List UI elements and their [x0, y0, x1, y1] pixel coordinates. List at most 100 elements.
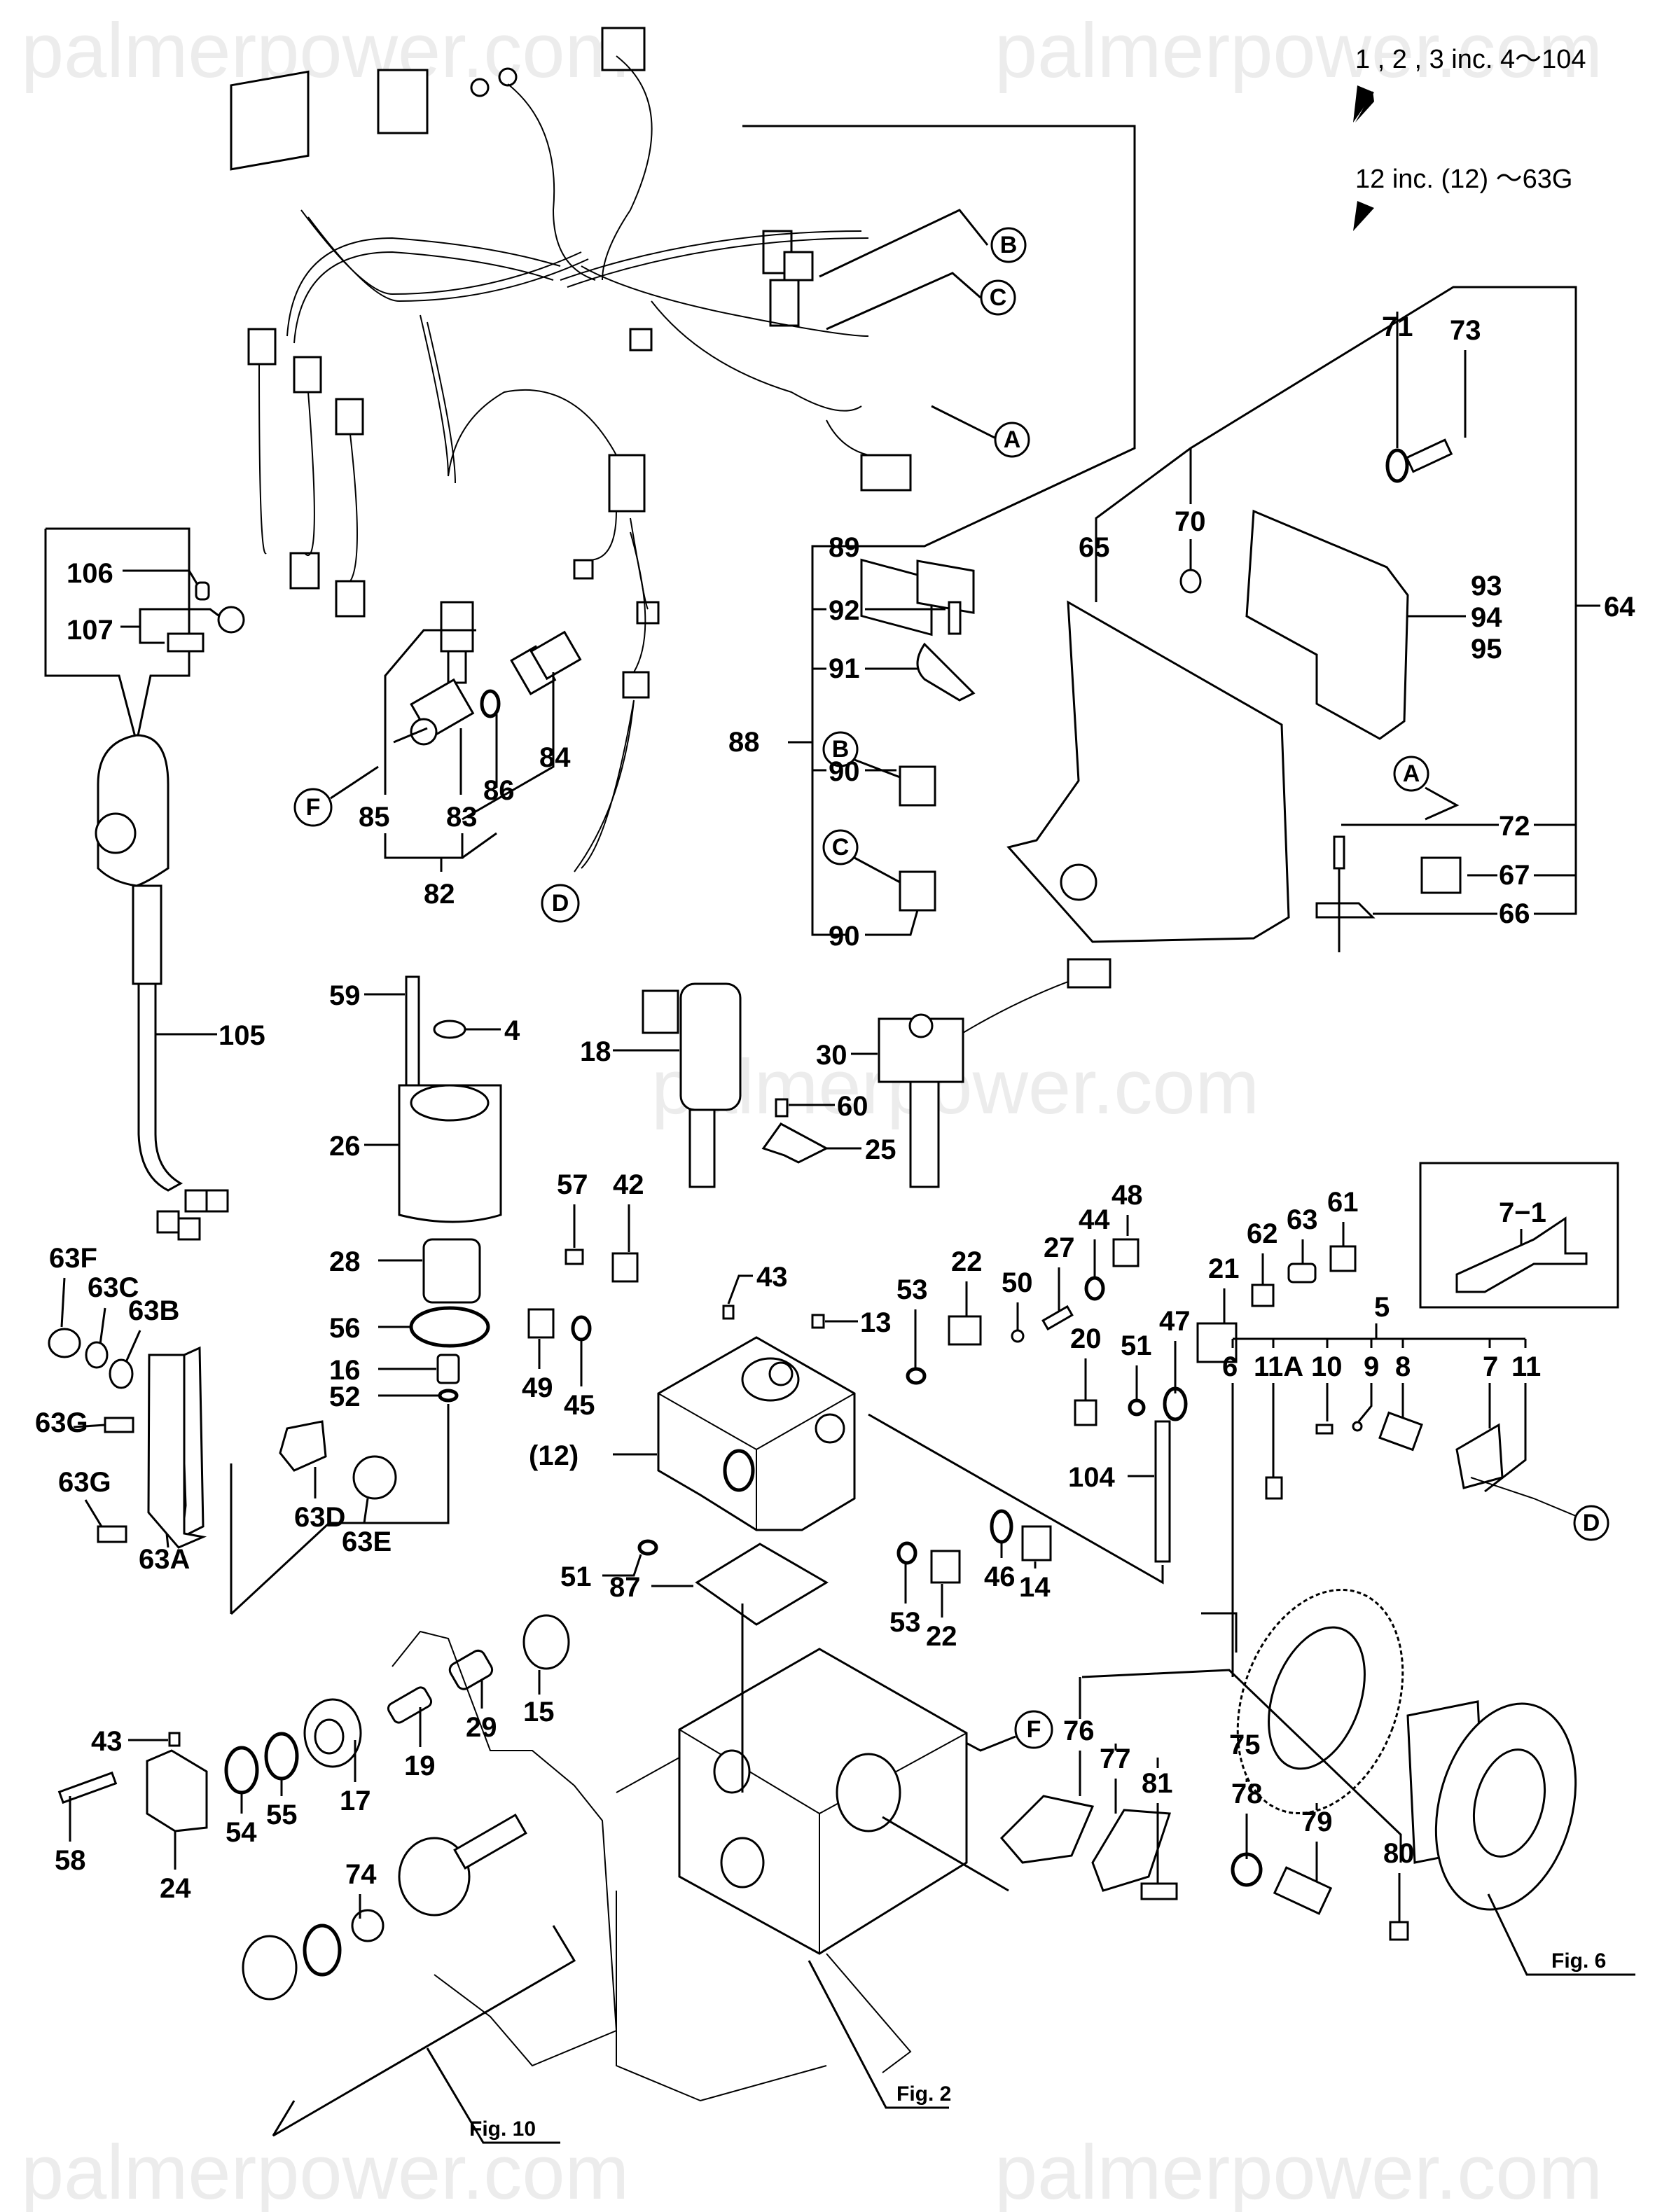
ecu-bracket-group: 89 92 91 88 B 90 C 90 65 70 71 73 93 94 …: [728, 126, 1635, 952]
callout-88: 88: [728, 727, 760, 758]
callout-63E: 63E: [342, 1526, 392, 1557]
callout-63F: 63F: [49, 1243, 97, 1274]
callout-22: 22: [926, 1621, 957, 1652]
callout-47: 47: [1159, 1306, 1191, 1337]
connector-ref-d: [541, 884, 580, 923]
callout-94: 94: [1471, 602, 1502, 633]
callout-106: 106: [67, 558, 113, 589]
callout-84: 84: [539, 742, 571, 773]
callout-80: 80: [1383, 1838, 1415, 1869]
callout-10: 10: [1311, 1351, 1343, 1382]
callout-93: 93: [1471, 571, 1502, 601]
header-note-2: 12 inc. (12) ～63G: [1355, 165, 1572, 194]
connector-ref-f-label: F: [1027, 1716, 1041, 1743]
callout-51: 51: [560, 1561, 592, 1592]
callout-81: 81: [1142, 1768, 1173, 1799]
callout-5: 5: [1374, 1292, 1390, 1323]
callout-92: 92: [829, 595, 860, 626]
connector-ref-a-label: A: [1403, 760, 1420, 787]
watermark-text: palmerpower.com: [995, 8, 1602, 94]
callout-59: 59: [329, 980, 361, 1011]
callout-61: 61: [1327, 1187, 1359, 1218]
plug-group-right: 53 22 50 27 44 48 20 51 47 21 62 63: [868, 1180, 1359, 1585]
callout-104: 104: [1068, 1462, 1115, 1493]
callout-43: 43: [756, 1262, 788, 1293]
callout-90: 90: [829, 756, 860, 787]
callout-65: 65: [1079, 532, 1110, 563]
callout-11A: 11A: [1254, 1351, 1303, 1382]
inset-bracket-7-1: 7−1: [1419, 1162, 1619, 1309]
callout-53: 53: [889, 1607, 921, 1638]
spool-group: 43 24 58 54 55 17 19 29 74: [55, 1649, 576, 2144]
callout-4: 4: [504, 1015, 520, 1046]
callout-18: 18: [580, 1036, 611, 1067]
fig-10-ref[interactable]: Fig. 10: [469, 2117, 536, 2141]
connector-refs-harness: B C A: [819, 209, 1030, 458]
engine-body: Fig. 2: [392, 1604, 1009, 2109]
callout-30: 30: [816, 1040, 847, 1071]
connector-ref-c: [980, 279, 1016, 316]
callout-22: 22: [951, 1246, 983, 1277]
speed-sensor-group: 76 77 81 75 78 79 80: [999, 1612, 1415, 1941]
callout-50: 50: [1002, 1267, 1033, 1298]
header-notes: 1 , 2 , 3 inc. 4～104 12 inc. (12) ～63G: [1353, 45, 1586, 231]
callout-63B: 63B: [128, 1295, 179, 1326]
callout-63A: 63A: [139, 1544, 190, 1575]
callout-72: 72: [1499, 811, 1530, 842]
filter-group: 59 4 26 28 56 16 52: [329, 975, 520, 1524]
connector-ref-c-label: C: [990, 284, 1007, 311]
callout-76: 76: [1063, 1716, 1095, 1746]
callout-6: 6: [1222, 1351, 1238, 1382]
callout-58: 58: [55, 1845, 86, 1876]
watermark-text: palmerpower.com: [995, 2129, 1602, 2212]
callout-7-1: 7−1: [1499, 1197, 1546, 1228]
callout-54: 54: [226, 1817, 257, 1848]
callout-91: 91: [829, 653, 860, 684]
callout-56: 56: [329, 1313, 361, 1344]
fig-6-ref[interactable]: Fig. 6: [1551, 1949, 1606, 1973]
inset-sensor-detail: 106 107 105: [44, 527, 265, 1241]
callout-60: 60: [837, 1091, 868, 1122]
connector-ref-a-label: A: [1004, 426, 1021, 453]
callout-52: 52: [329, 1382, 361, 1412]
callout-12-block: (12): [529, 1440, 579, 1471]
callout-73: 73: [1450, 315, 1481, 346]
connector-ref-b-label: B: [1000, 232, 1018, 258]
callout-55: 55: [266, 1800, 298, 1830]
callout-14: 14: [1019, 1572, 1051, 1603]
callout-16: 16: [329, 1355, 361, 1386]
callout-25: 25: [865, 1134, 896, 1165]
callout-63C: 63C: [88, 1272, 139, 1303]
connector-ref-d: [1573, 1505, 1609, 1541]
connector-ref-d-label: D: [1583, 1510, 1600, 1536]
callout-26: 26: [329, 1131, 361, 1162]
callout-44: 44: [1079, 1204, 1110, 1235]
connector-ref-b: [990, 227, 1027, 263]
connector-ref-b: [822, 731, 859, 767]
wire-harness: [230, 27, 1136, 869]
connector-ref-f: [293, 788, 333, 827]
callout-66: 66: [1499, 898, 1530, 929]
callout-63G: 63G: [35, 1407, 88, 1438]
callout-51: 51: [1121, 1330, 1152, 1361]
header-note-1: 1 , 2 , 3 inc. 4～104: [1355, 45, 1586, 74]
connector-ref-a: [994, 422, 1030, 458]
triangle-marker-icon: [1353, 201, 1374, 231]
sensor-group-82: F 85 83 86 84 82 D: [293, 601, 635, 923]
callout-87: 87: [609, 1572, 641, 1603]
fig-2-ref[interactable]: Fig. 2: [896, 2082, 951, 2106]
callout-46: 46: [984, 1561, 1016, 1592]
connector-ref-b-label: B: [832, 736, 850, 763]
callout-27: 27: [1044, 1232, 1075, 1263]
callout-82: 82: [424, 879, 455, 910]
flywheel-group: Fig. 6: [1236, 1588, 1635, 1976]
callout-17: 17: [340, 1786, 371, 1816]
callout-63: 63: [1287, 1204, 1318, 1235]
callout-64: 64: [1604, 592, 1635, 622]
callout-63D: 63D: [294, 1502, 345, 1533]
callout-43: 43: [91, 1726, 123, 1757]
callout-89: 89: [829, 532, 860, 563]
connector-ref-a: [1393, 756, 1429, 792]
callout-53: 53: [896, 1274, 928, 1305]
